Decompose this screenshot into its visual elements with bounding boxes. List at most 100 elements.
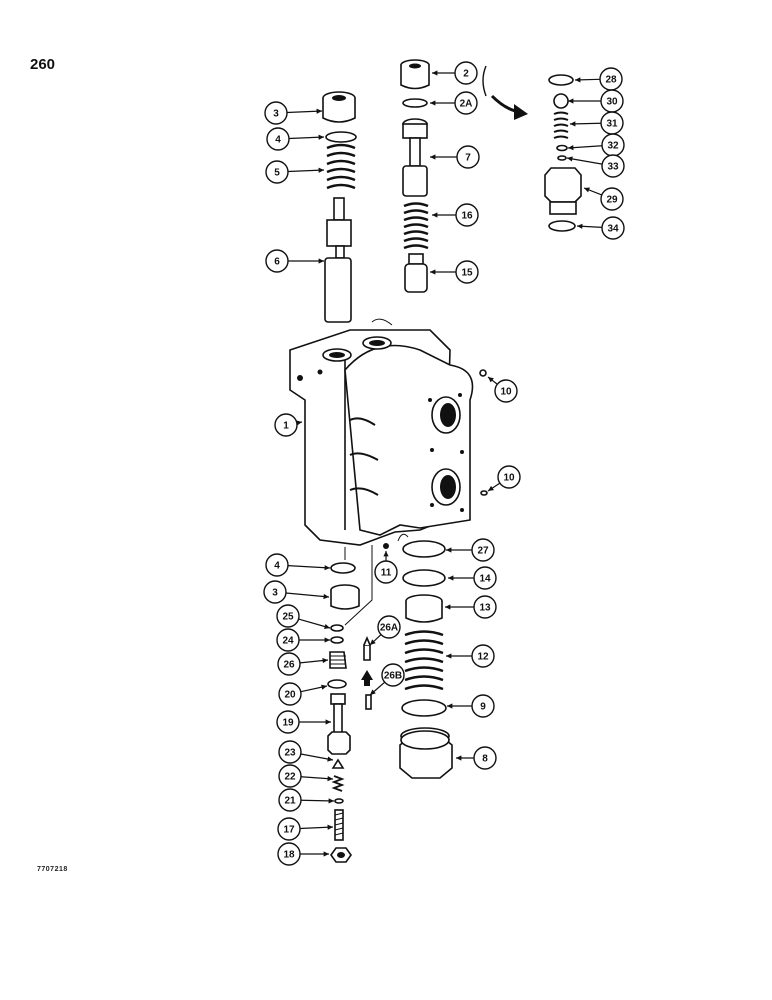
callout-circle xyxy=(377,615,401,639)
callout-label: 4 xyxy=(274,561,280,572)
leader-line xyxy=(566,157,603,165)
o-ring-14 xyxy=(402,569,446,587)
leader-arrowhead xyxy=(318,258,324,264)
callout-14: 14 xyxy=(448,566,497,590)
leader-arrowhead xyxy=(446,653,452,659)
callout-label: 4 xyxy=(275,135,281,146)
callout-circle xyxy=(265,553,289,577)
spool-left xyxy=(324,197,352,323)
callout-circle xyxy=(494,379,518,403)
leader-arrowhead xyxy=(327,776,333,782)
ring-25 xyxy=(330,624,344,632)
callout-label: 13 xyxy=(479,603,491,614)
leader-arrowhead xyxy=(370,689,376,695)
callout-10: 10 xyxy=(487,465,521,492)
ring-24 xyxy=(330,636,344,644)
callout-circle xyxy=(276,628,300,652)
callout-label: 33 xyxy=(607,162,619,173)
callout-label: 22 xyxy=(284,772,296,783)
callout-label: 20 xyxy=(284,690,296,701)
pin-26A xyxy=(363,635,371,661)
leader-arrowhead xyxy=(584,187,590,193)
callout-circle xyxy=(266,127,290,151)
callout-label: 28 xyxy=(605,75,617,86)
arrow-up xyxy=(361,670,373,680)
plug-upper-middle xyxy=(400,59,430,90)
callout-label: 3 xyxy=(273,109,279,120)
callout-circle xyxy=(454,61,478,85)
callout-24: 24 xyxy=(276,628,330,652)
callout-circle xyxy=(263,580,287,604)
callout-22: 22 xyxy=(278,764,334,788)
callout-label: 11 xyxy=(381,568,392,579)
leader-arrowhead xyxy=(488,377,494,383)
callout-label: 19 xyxy=(282,718,294,729)
leader-line xyxy=(298,618,331,629)
ring-27 xyxy=(402,540,446,558)
o-ring-9 xyxy=(401,699,447,717)
leader-arrowhead xyxy=(325,719,331,725)
spring-22 xyxy=(331,775,345,792)
callout-label: 26 xyxy=(283,660,295,671)
callout-circle xyxy=(454,91,478,115)
callout-12: 12 xyxy=(446,644,495,668)
screw-17 xyxy=(334,809,344,841)
callout-26b: 26B xyxy=(369,663,405,696)
leader-arrowhead xyxy=(316,108,322,114)
callout-label: 26B xyxy=(384,671,402,682)
nut-18 xyxy=(330,847,352,863)
callout-label: 2 xyxy=(463,69,469,80)
callout-label: 8 xyxy=(482,754,488,765)
leader-arrowhead xyxy=(456,755,462,761)
poppet-26 xyxy=(329,651,347,669)
callout-layer: 122A345678910101112131415161718192021222… xyxy=(263,61,625,866)
callout-circle xyxy=(471,644,495,668)
callout-circle xyxy=(264,101,288,125)
leader-line xyxy=(288,136,325,140)
callout-label: 34 xyxy=(607,224,619,235)
callout-23: 23 xyxy=(278,740,334,764)
leader-arrowhead xyxy=(432,70,438,76)
callout-21: 21 xyxy=(278,788,335,812)
plug-10-lower xyxy=(480,490,488,496)
leader-arrowhead xyxy=(323,851,329,857)
leader-arrowhead xyxy=(568,98,574,104)
leader-arrowhead xyxy=(430,100,436,106)
leader-arrowhead xyxy=(327,756,333,762)
callout-10: 10 xyxy=(487,376,518,403)
callout-circle xyxy=(381,663,405,687)
leader-arrowhead xyxy=(324,637,330,643)
callout-8: 8 xyxy=(456,746,497,770)
callout-label: 32 xyxy=(607,141,619,152)
callout-label: 2A xyxy=(460,99,473,110)
callout-label: 3 xyxy=(272,588,278,599)
callout-label: 10 xyxy=(503,473,515,484)
callout-2a: 2A xyxy=(430,91,478,115)
callout-7: 7 xyxy=(430,145,480,169)
leader-arrowhead xyxy=(323,593,329,600)
leader-arrowhead xyxy=(568,145,574,151)
plug-8 xyxy=(399,727,453,779)
spring-31 xyxy=(553,111,569,139)
leader-line xyxy=(287,169,325,173)
callout-34: 34 xyxy=(576,216,625,240)
plug-11 xyxy=(383,543,389,549)
leader-line xyxy=(300,753,334,761)
callout-circle xyxy=(473,566,497,590)
callout-5: 5 xyxy=(265,160,325,184)
leader-arrowhead xyxy=(430,269,436,275)
callout-label: 21 xyxy=(284,796,296,807)
callout-circle xyxy=(278,788,302,812)
leader-arrowhead xyxy=(324,565,330,571)
leader-arrowhead xyxy=(370,639,376,645)
o-ring-20 xyxy=(327,679,347,689)
leader-arrowhead xyxy=(575,77,581,83)
spring-upper-left xyxy=(326,143,356,190)
leader-arrowhead xyxy=(567,156,573,162)
leader-arrowhead xyxy=(448,575,454,581)
callout-27: 27 xyxy=(446,538,495,562)
pin-26B xyxy=(365,694,372,710)
leader-arrowhead xyxy=(432,212,438,218)
leader-arrowhead xyxy=(383,551,389,557)
